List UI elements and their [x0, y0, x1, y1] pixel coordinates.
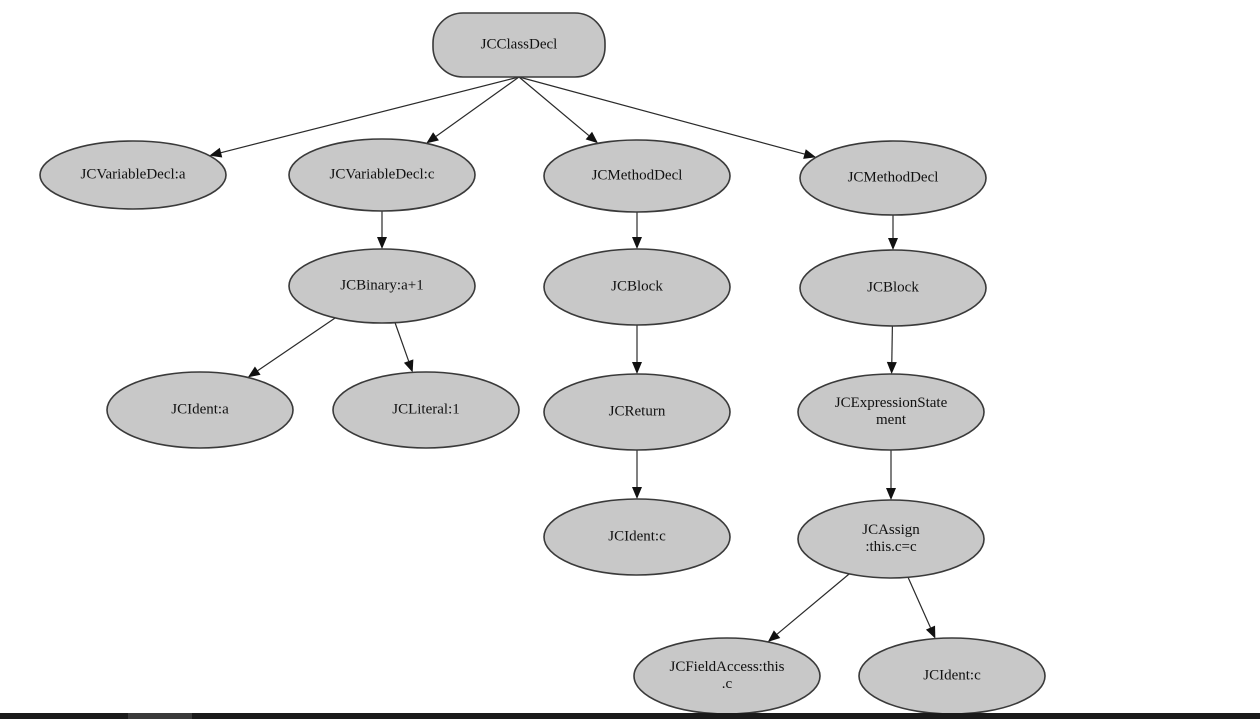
- node-shape: [39, 140, 227, 210]
- node-label: JCVariableDecl:c: [330, 166, 435, 182]
- arrowhead-icon: [403, 359, 414, 373]
- node-shape: [799, 140, 987, 216]
- node-classdecl: JCClassDecl: [432, 12, 606, 78]
- node-shape: [543, 498, 731, 576]
- arrowhead-icon: [888, 238, 898, 250]
- node-methoddecl-2: JCMethodDecl: [799, 140, 987, 216]
- node-shape: [858, 637, 1046, 713]
- node-shape: [633, 637, 821, 713]
- node-vardecl-c: JCVariableDecl:c: [288, 138, 476, 212]
- arrowhead-icon: [767, 630, 781, 642]
- node-label: JCIdent:a: [171, 401, 229, 417]
- node-shape: [332, 371, 520, 449]
- arrowhead-icon: [377, 237, 387, 249]
- node-block-1: JCBlock: [543, 248, 731, 326]
- edge-assign-to-ident-c-2: [907, 577, 932, 628]
- node-label: JCBlock: [867, 279, 919, 295]
- node-label: JCIdent:c: [923, 667, 981, 683]
- node-label: JCClassDecl: [481, 36, 558, 52]
- arrowhead-icon: [886, 488, 896, 500]
- node-literal-1: JCLiteral:1: [332, 371, 520, 449]
- node-vardecl-a: JCVariableDecl:a: [39, 140, 227, 210]
- node-ident-c-2: JCIdent:c: [858, 637, 1046, 713]
- node-shape: [799, 249, 987, 327]
- node-fieldaccess: JCFieldAccess:this.c: [633, 637, 821, 713]
- node-shape: [288, 248, 476, 324]
- arrowhead-icon: [925, 625, 936, 639]
- bottom-bar-tab: [128, 713, 192, 719]
- node-label: .c: [722, 676, 733, 692]
- node-label: ment: [876, 412, 907, 428]
- arrowhead-icon: [632, 362, 642, 374]
- edge-assign-to-fieldaccess: [776, 573, 850, 635]
- arrowhead-icon: [632, 487, 642, 499]
- node-label: JCAssign: [862, 522, 920, 538]
- node-block-2: JCBlock: [799, 249, 987, 327]
- node-shape: [797, 499, 985, 579]
- edge-classdecl-to-vardecl-c: [435, 76, 520, 137]
- edge-binary-to-literal-1: [394, 322, 410, 362]
- node-label: JCIdent:c: [608, 528, 666, 544]
- arrowhead-icon: [426, 132, 439, 144]
- node-label: JCExpressionState: [835, 395, 948, 411]
- edge-classdecl-to-methoddecl-1: [518, 76, 590, 137]
- node-shape: [543, 373, 731, 451]
- arrowhead-icon: [247, 366, 261, 378]
- node-label: JCBinary:a+1: [340, 277, 423, 293]
- node-shape: [543, 139, 731, 213]
- node-shape: [432, 12, 606, 78]
- node-label: JCMethodDecl: [592, 167, 683, 183]
- node-shape: [543, 248, 731, 326]
- node-label: JCMethodDecl: [848, 169, 939, 185]
- arrowhead-icon: [209, 147, 223, 158]
- node-label: :this.c=c: [865, 539, 917, 555]
- node-return: JCReturn: [543, 373, 731, 451]
- arrowhead-icon: [886, 361, 897, 375]
- node-ident-a: JCIdent:a: [106, 371, 294, 449]
- edge-classdecl-to-vardecl-a: [220, 76, 520, 154]
- node-shape: [797, 373, 985, 451]
- node-label: JCLiteral:1: [392, 401, 460, 417]
- edge-classdecl-to-methoddecl-2: [518, 76, 805, 155]
- node-shape: [288, 138, 476, 212]
- node-label: JCVariableDecl:a: [81, 166, 186, 182]
- arrowhead-icon: [632, 237, 642, 249]
- arrowhead-icon: [803, 149, 817, 159]
- bottom-bar: [0, 713, 1260, 719]
- node-label: JCBlock: [611, 278, 663, 294]
- node-label: JCReturn: [609, 403, 666, 419]
- node-binary: JCBinary:a+1: [288, 248, 476, 324]
- node-methoddecl-1: JCMethodDecl: [543, 139, 731, 213]
- node-assign: JCAssign:this.c=c: [797, 499, 985, 579]
- node-shape: [106, 371, 294, 449]
- edge-binary-to-ident-a: [257, 317, 336, 372]
- node-ident-c-1: JCIdent:c: [543, 498, 731, 576]
- arrowhead-icon: [585, 131, 599, 144]
- edge-block-2-to-exprstmt: [891, 325, 893, 363]
- node-label: JCFieldAccess:this: [670, 659, 785, 675]
